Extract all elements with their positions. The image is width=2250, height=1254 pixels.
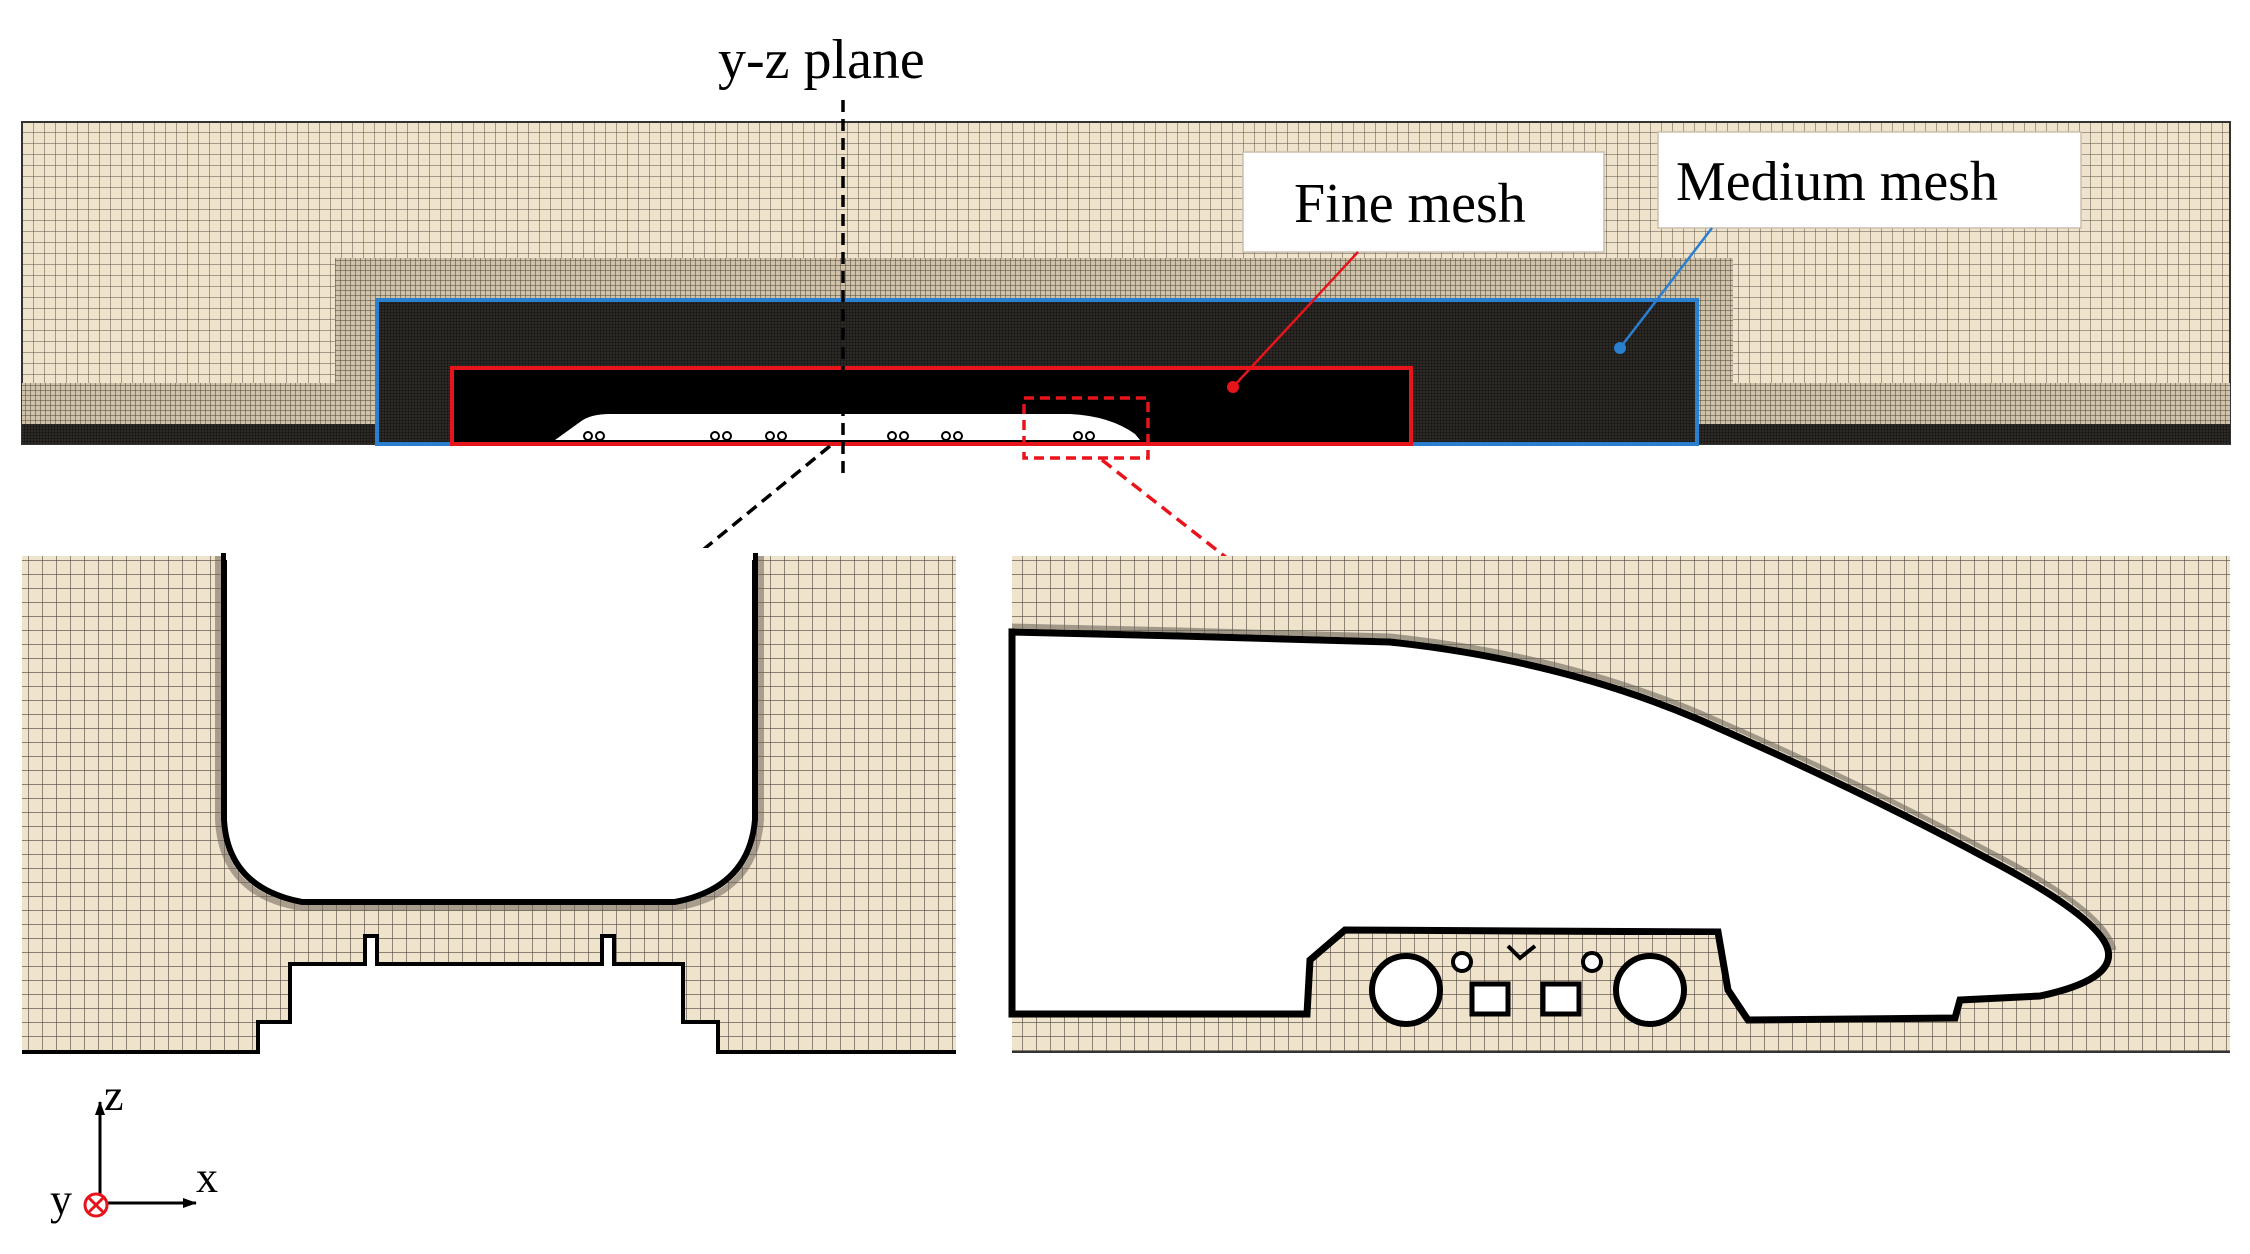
- bogie-center-notch: [1506, 944, 1537, 961]
- left-wheel: [1369, 953, 1443, 1027]
- train-nose-cutout: [1008, 628, 2113, 1024]
- cross-section-boundary-layer: [215, 556, 764, 911]
- y-axis-label: y: [50, 1175, 72, 1224]
- left-axle-small: [1451, 951, 1473, 973]
- fine-mesh-leader: [1232, 251, 1359, 388]
- track-profile-cutout: [22, 936, 956, 1062]
- medium-mesh-leader-dot: [1614, 342, 1626, 354]
- track-profile-line: [22, 934, 956, 1054]
- medium-mesh-label: Medium mesh: [1676, 151, 1998, 213]
- zoom-window-box: [1022, 396, 1150, 460]
- cross-section-top-mask: [226, 548, 753, 560]
- medium-mesh-leader: [1619, 227, 1713, 349]
- right-wheel: [1613, 953, 1687, 1027]
- right-bogie-block: [1540, 981, 1582, 1017]
- fine-mesh-label-box: [1242, 151, 1605, 253]
- bogie-marks: [583, 431, 1095, 441]
- fine-mesh-label: Fine mesh: [1294, 173, 1526, 235]
- fine-mesh-boundary: [450, 366, 1413, 446]
- axis-triad: z x y: [50, 1071, 218, 1224]
- right-axle-small: [1581, 951, 1603, 973]
- nose-boundary-layer: [1011, 623, 2117, 951]
- cross-section-panel: [22, 548, 956, 1062]
- medium-mesh-label-box: [1657, 131, 2082, 229]
- train-cross-section: [221, 553, 758, 905]
- fine-mesh-leader-dot: [1227, 381, 1239, 393]
- left-bogie-block: [1469, 981, 1511, 1017]
- yz-plane-label: y-z plane: [718, 29, 925, 91]
- z-axis-label: z: [104, 1071, 124, 1120]
- nose-detail-panel: [1008, 556, 2230, 1053]
- x-axis-label: x: [196, 1153, 218, 1202]
- overall-mesh-panel: Fine mesh Medium mesh: [21, 121, 2231, 460]
- zoom-window-connector: [1100, 458, 1262, 586]
- train-silhouette: [555, 414, 1140, 440]
- y-axis-cross: [87, 1196, 105, 1214]
